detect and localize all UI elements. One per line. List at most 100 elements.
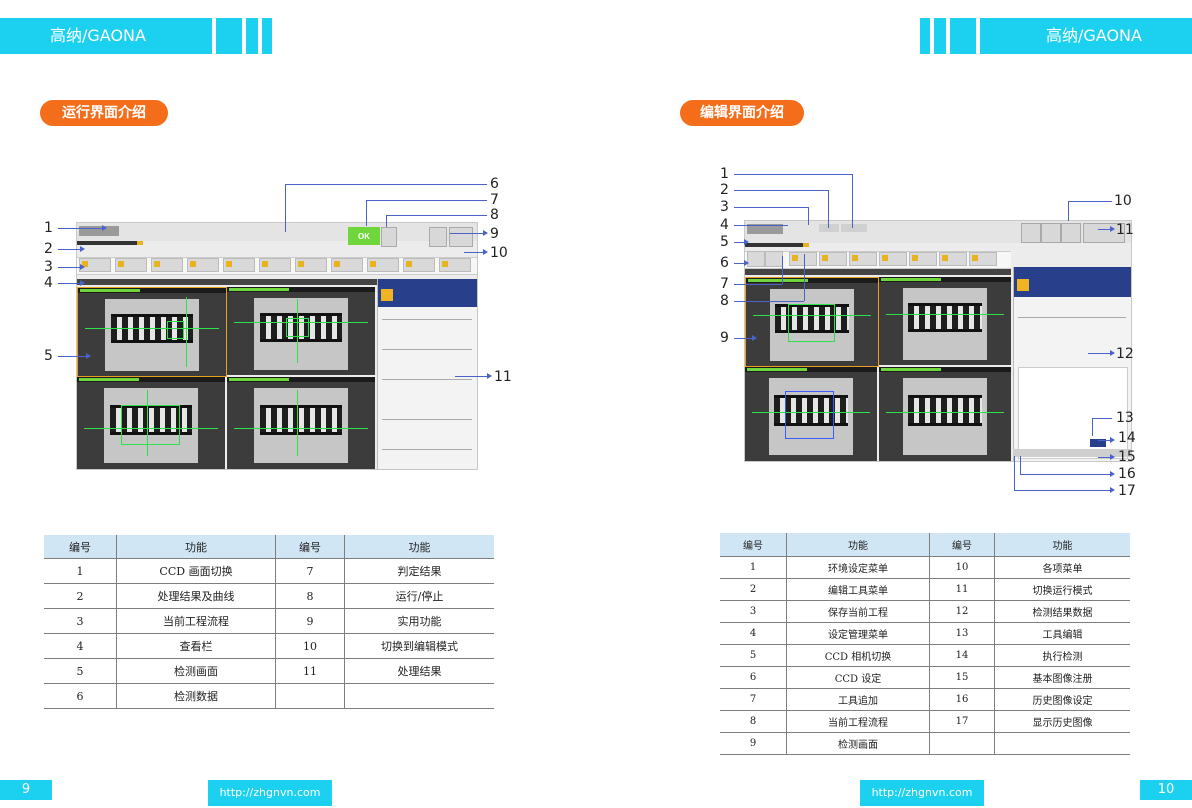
callout-line [828,190,829,228]
table-cell: 3 [720,600,787,623]
callout-line [1020,474,1112,475]
callout-number: 11 [1116,222,1134,238]
ok-result-badge: OK [348,227,380,245]
callout-line [734,284,782,285]
ccd-switch-bar [77,241,141,245]
table-cell: 13 [929,622,995,645]
table-cell: 10 [275,633,345,659]
callout-line [464,252,485,253]
table-row: 3 当前工程流程 9 实用功能 [44,608,494,634]
flow-step [849,252,877,266]
toolbar-button [1041,223,1061,243]
callout-line [734,338,754,339]
callout-line [1014,456,1015,490]
table-cell: 2 [720,578,787,601]
flow-step [331,258,363,272]
callout-line [455,376,489,377]
flow-step [819,252,847,266]
table-row: 2 编辑工具菜单 11 切换运行模式 [720,578,1130,601]
table-row: 6 检测数据 [44,683,494,709]
table-cell: 5 [44,658,117,684]
section-title-edit: 编辑界面介绍 [680,100,804,126]
callout-line [1092,418,1112,419]
edit-interface-screenshot [744,220,1132,462]
table-header: 编号 [44,535,117,559]
callout-line [734,190,828,191]
camera-view-2 [227,287,375,375]
flow-step [79,258,111,272]
callout-line [1092,418,1093,436]
callout-number: 14 [1118,430,1136,446]
flow-step [223,258,255,272]
table-row: 3 保存当前工程 12 检测结果数据 [720,600,1130,623]
table-row: 4 设定管理菜单 13 工具编辑 [720,622,1130,645]
table-cell: 环境设定菜单 [786,556,930,579]
top-menu-strip [77,223,477,241]
camera-view-3 [745,367,877,461]
callout-number: 5 [44,348,53,364]
table-cell: 判定结果 [344,558,494,584]
table-cell: 16 [929,688,995,711]
add-tool-button [765,251,783,267]
callout-line [386,215,487,216]
table-cell: 切换运行模式 [994,578,1130,601]
table-header: 编号 [929,533,995,557]
toolbar-button [1061,223,1081,243]
view-bar [77,279,377,285]
table-cell [994,732,1130,755]
callout-number: 11 [494,369,512,385]
callout-number: 7 [720,276,729,292]
ok-result-text: OK [358,232,370,241]
table-row: 2 处理结果及曲线 8 运行/停止 [44,583,494,609]
table-cell: 3 [44,608,117,634]
page-number-right: 10 [1140,780,1192,800]
camera-view-1 [745,277,879,367]
brand-logo-right: 高纳/GAONA [1046,26,1142,45]
callout-line [450,233,485,234]
flow-step [259,258,291,272]
table-header: 编号 [720,533,787,557]
edit-function-table: 编号 功能 编号 功能 1 环境设定菜单 10 各项菜单 2 编辑工具菜单 11… [720,533,1130,755]
table-cell: 1 [720,556,787,579]
utility-button [429,227,447,247]
table-cell: 14 [929,644,995,667]
callout-number: 3 [44,259,53,275]
table-header: 功能 [344,535,494,559]
flow-step [295,258,327,272]
table-cell: 1 [44,558,117,584]
callout-number: 3 [720,199,729,215]
callout-number: 15 [1118,449,1136,465]
table-cell: 编辑工具菜单 [786,578,930,601]
table-cell: 基本图像注册 [994,666,1130,689]
callout-number: 1 [720,166,729,182]
project-name-box [747,224,783,234]
camera-view-3 [77,377,225,469]
footer-url-left[interactable]: http://zhgnvn.com [208,780,332,806]
table-cell: 2 [44,583,117,609]
table-cell: 切换到编辑模式 [344,633,494,659]
table-cell: 各项菜单 [994,556,1130,579]
camera-view-1 [77,287,227,377]
table-cell [344,683,494,709]
view-bar [745,269,1011,275]
camera-view-2 [879,277,1011,365]
table-header: 功能 [994,533,1130,557]
ccd-switch-bar [745,243,807,247]
header-stripe [950,18,976,54]
footer-url-right[interactable]: http://zhgnvn.com [860,780,984,806]
table-cell: 检测画面 [786,732,930,755]
callout-line [734,242,746,243]
camera-view-4 [879,367,1011,461]
table-cell: 7 [275,558,345,584]
section-title-run: 运行界面介绍 [40,100,168,126]
table-cell: 9 [720,732,787,755]
table-cell: 6 [720,666,787,689]
history-bar [1013,449,1131,457]
callout-line [808,207,809,225]
table-cell: 处理结果及曲线 [116,583,276,609]
table-cell: 4 [720,622,787,645]
callout-line [1014,490,1112,491]
callout-number: 7 [490,192,499,208]
table-header: 功能 [786,533,930,557]
callout-number: 2 [44,241,53,257]
